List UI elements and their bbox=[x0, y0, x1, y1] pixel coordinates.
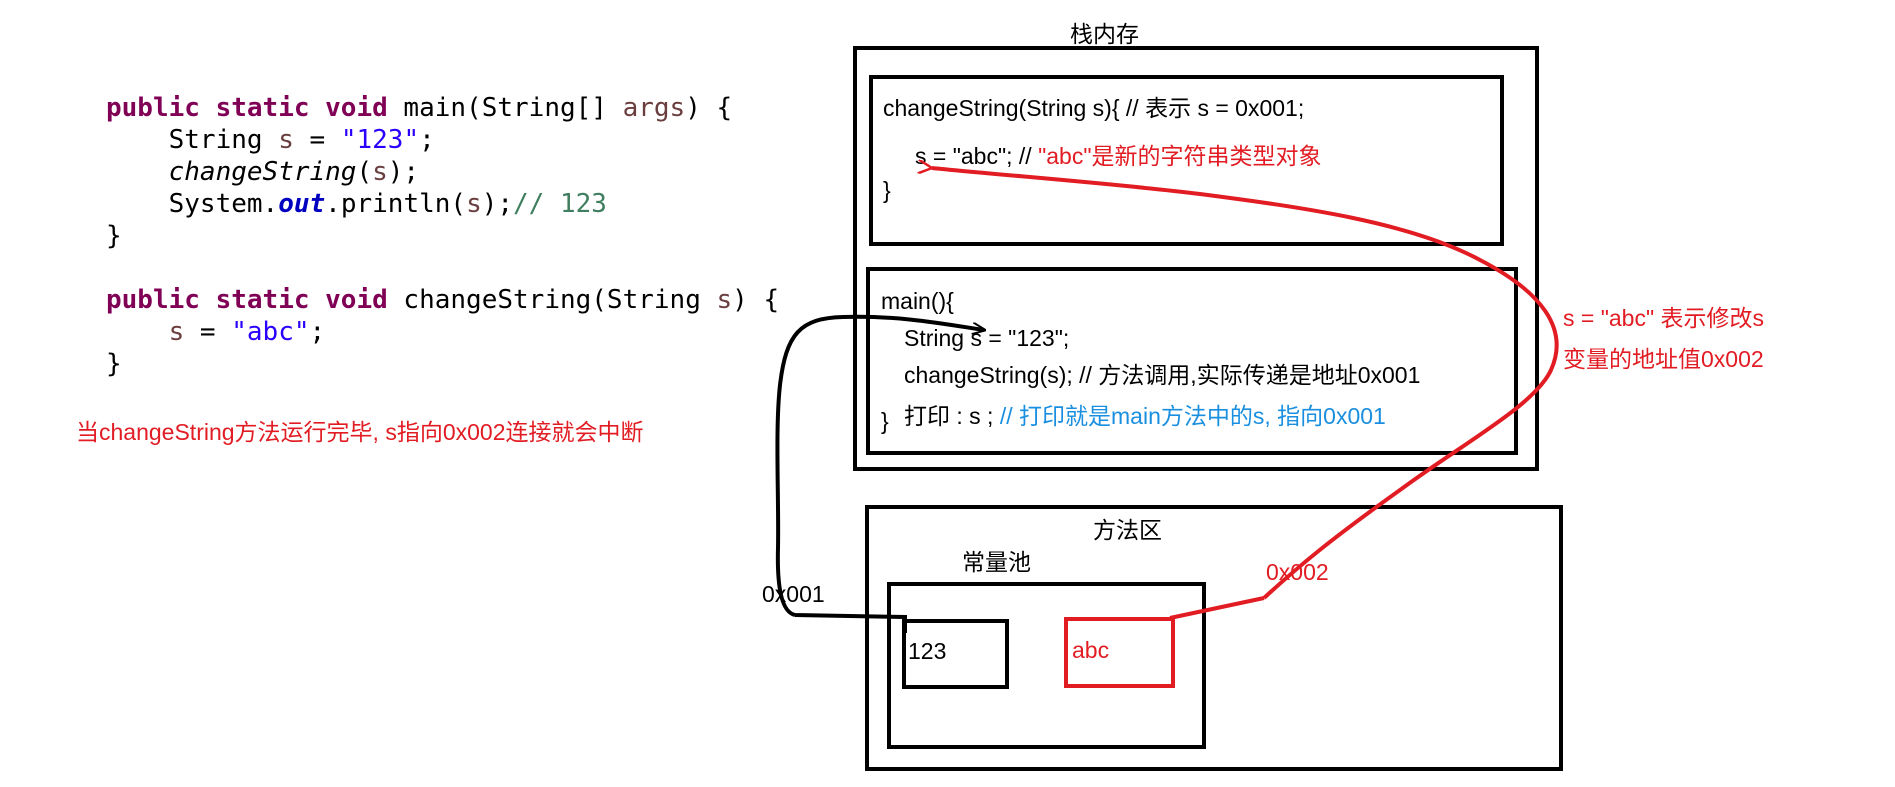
address-0x002-label: 0x002 bbox=[1266, 559, 1329, 585]
reassign-note-line2: 变量的地址值0x002 bbox=[1563, 346, 1764, 372]
print-comment: // 打印就是main方法中的s, 指向0x001 bbox=[999, 403, 1386, 429]
keyword: public bbox=[106, 285, 200, 315]
main-frame-print: 打印 : s ; // 打印就是main方法中的s, 指向0x001 bbox=[904, 402, 1386, 430]
constant-pool-box bbox=[887, 582, 1206, 749]
code-variable: s bbox=[372, 157, 388, 187]
code-text: ); bbox=[387, 157, 420, 187]
reference-line-0x001 bbox=[775, 314, 984, 633]
code-variable: args bbox=[622, 93, 686, 123]
string-123-label: 123 bbox=[908, 638, 947, 664]
code-variable: s bbox=[278, 125, 294, 155]
code-text: ) { bbox=[732, 285, 780, 315]
code-text: .println( bbox=[325, 189, 467, 219]
assignment-comment: "abc"是新的字符串类型对象 bbox=[1038, 143, 1322, 169]
code-brace: } bbox=[106, 221, 122, 251]
keyword: static bbox=[215, 93, 310, 123]
disconnect-note: 当changeString方法运行完毕, s指向0x002连接就会中断 bbox=[76, 419, 644, 445]
code-text: = bbox=[184, 317, 232, 347]
keyword: public bbox=[106, 93, 200, 123]
code-comment: // 123 bbox=[513, 189, 607, 219]
reassign-note-line1: s = "abc" 表示修改s bbox=[1563, 305, 1765, 331]
main-frame bbox=[866, 267, 1518, 455]
code-text: ( bbox=[356, 157, 373, 187]
changestring-frame bbox=[869, 75, 1504, 246]
code-text: main(String[] bbox=[387, 93, 623, 123]
reference-line-0x002 bbox=[932, 168, 1559, 620]
code-string: "123" bbox=[340, 125, 420, 155]
string-123-box bbox=[902, 619, 1009, 689]
main-frame-signature: main(){ bbox=[881, 288, 954, 314]
code-listing: public static void main(String[] args) {… bbox=[106, 92, 779, 380]
code-field: out bbox=[278, 189, 326, 219]
string-abc-label: abc bbox=[1072, 637, 1110, 663]
keyword: void bbox=[325, 93, 388, 123]
code-variable: s bbox=[168, 317, 185, 347]
string-abc-box bbox=[1064, 617, 1175, 688]
keyword: static bbox=[215, 285, 310, 315]
constant-pool-title: 常量池 bbox=[962, 549, 1031, 575]
stack-memory-title: 栈内存 bbox=[1070, 21, 1139, 47]
method-area-title: 方法区 bbox=[1093, 517, 1162, 543]
code-text: System. bbox=[168, 189, 279, 219]
code-variable: s bbox=[466, 189, 482, 219]
code-text: = bbox=[293, 125, 341, 155]
code-text: ; bbox=[309, 317, 326, 347]
address-0x001-label: 0x001 bbox=[762, 581, 825, 607]
stack-memory-box bbox=[853, 46, 1539, 471]
code-text: ; bbox=[419, 125, 435, 155]
code-text: ) { bbox=[685, 93, 733, 123]
changestring-frame-close: } bbox=[883, 177, 891, 203]
method-area-box bbox=[865, 505, 1563, 771]
keyword: void bbox=[325, 285, 388, 315]
main-frame-call: changeString(s); // 方法调用,实际传递是地址0x001 bbox=[904, 362, 1421, 388]
code-text: changeString(String bbox=[387, 285, 717, 315]
main-frame-close: } bbox=[881, 408, 889, 434]
code-text: String bbox=[168, 125, 279, 155]
code-method-call: changeString bbox=[168, 157, 357, 187]
code-text: ); bbox=[481, 189, 514, 219]
code-brace: } bbox=[106, 349, 122, 379]
code-variable: s bbox=[716, 285, 733, 315]
code-string: "abc" bbox=[231, 317, 310, 347]
changestring-frame-signature: changeString(String s){ // 表示 s = 0x001; bbox=[883, 95, 1305, 121]
print-code: 打印 : s ; bbox=[904, 403, 1000, 429]
